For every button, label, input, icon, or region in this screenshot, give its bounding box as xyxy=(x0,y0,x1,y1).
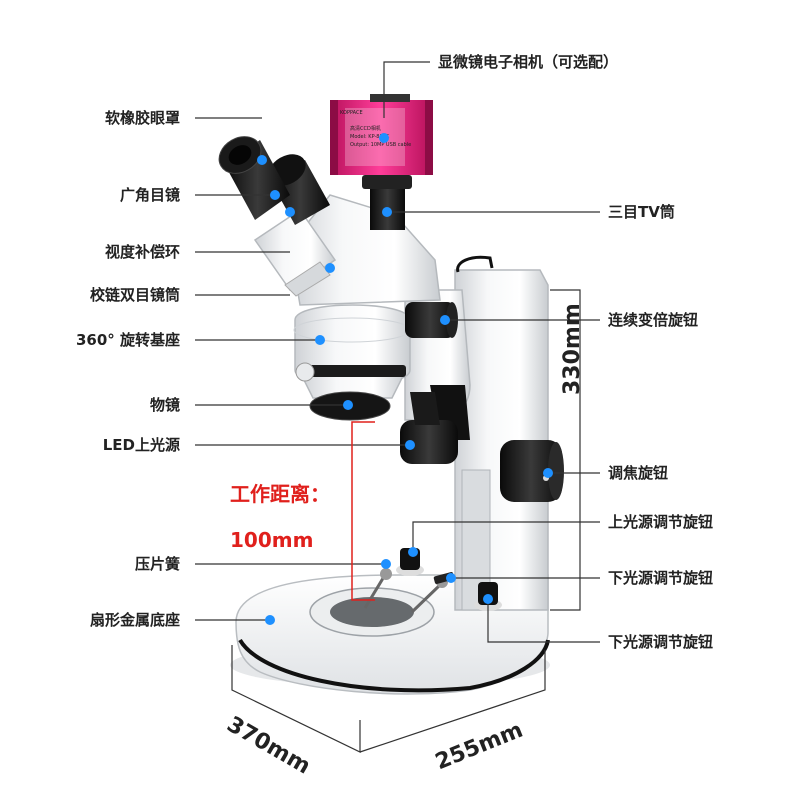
marker-wide-angle xyxy=(270,190,280,200)
marker-clip xyxy=(381,559,391,569)
marker-lower-knob-1 xyxy=(446,573,456,583)
height-dimension-line xyxy=(550,289,581,611)
working-distance-value: 100mm xyxy=(230,528,314,552)
label-wide-angle-eyepiece: 广角目镜 xyxy=(119,186,180,204)
camera-text-1: 高清CCD相机 xyxy=(350,125,381,132)
marker-eye-cup xyxy=(257,155,267,165)
marker-hinged xyxy=(325,263,335,273)
working-distance-bracket xyxy=(351,421,375,601)
spring-clip-right xyxy=(410,583,442,614)
led-light xyxy=(400,385,470,464)
label-rotating-base: 360° 旋转基座 xyxy=(75,331,180,349)
depth-dimension-line xyxy=(231,645,361,753)
marker-trinocular xyxy=(382,207,392,217)
label-objective: 物镜 xyxy=(149,396,180,414)
marker-base xyxy=(265,615,275,625)
label-focus-knob: 调焦旋钮 xyxy=(608,464,669,482)
label-trinocular-tube: 三目TV筒 xyxy=(608,203,675,221)
label-spring-clip: 压片簧 xyxy=(134,555,180,573)
trinocular-tube xyxy=(370,182,405,230)
marker-objective xyxy=(343,400,353,410)
marker-led xyxy=(405,440,415,450)
label-camera: 显微镜电子相机（可选配） xyxy=(438,53,619,71)
marker-focus xyxy=(543,468,553,478)
label-lower-light-knob-1: 下光源调节旋钮 xyxy=(608,569,714,587)
working-distance-title: 工作距离： xyxy=(230,482,330,506)
label-led-upper-light: LED上光源 xyxy=(102,436,180,454)
binocular-head xyxy=(289,194,441,306)
label-lower-light-knob-2: 下光源调节旋钮 xyxy=(608,633,714,651)
marker-diopter xyxy=(285,207,295,217)
camera-brand: KOPPACE xyxy=(340,110,363,116)
marker-rotate xyxy=(315,335,325,345)
marker-zoom xyxy=(440,315,450,325)
label-fan-metal-base: 扇形金属底座 xyxy=(89,611,180,629)
marker-upper-knob xyxy=(408,547,418,557)
label-upper-light-knob: 上光源调节旋钮 xyxy=(608,513,714,531)
dimension-height: 330mm xyxy=(560,303,585,395)
label-hinged-binocular-tube: 校链双目镜筒 xyxy=(89,286,180,304)
marker-lower-knob-2 xyxy=(483,594,493,604)
label-soft-eye-cup: 软橡胶眼罩 xyxy=(104,109,180,127)
camera-text-3: Output: 10MP USB cable xyxy=(350,142,411,148)
label-diopter-ring: 视度补偿环 xyxy=(104,243,180,261)
label-zoom-knob: 连续变倍旋钮 xyxy=(608,311,699,329)
camera-text-2: Model: KP-818C xyxy=(350,134,390,140)
spring-clip-left xyxy=(363,574,387,609)
width-dimension-line xyxy=(359,650,546,753)
eyepiece-left xyxy=(218,136,290,220)
focus-knob[interactable] xyxy=(500,440,564,502)
marker-camera xyxy=(379,133,389,143)
